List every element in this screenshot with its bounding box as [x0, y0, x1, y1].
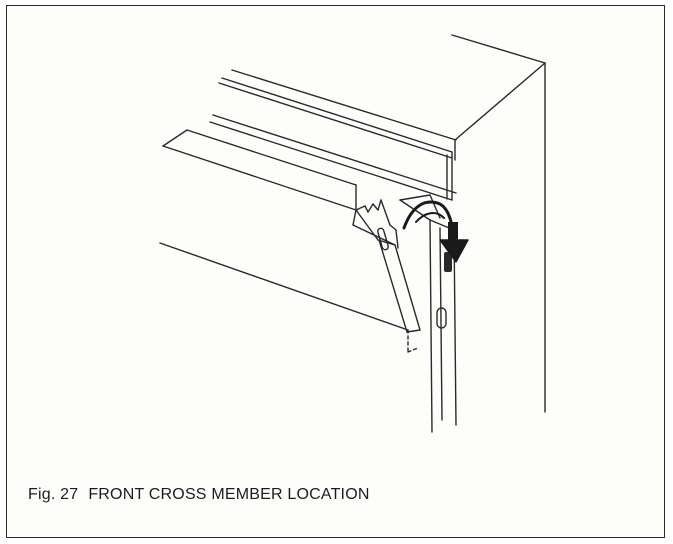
figure-caption: Fig. 27 FRONT CROSS MEMBER LOCATION — [28, 486, 370, 504]
figure-title: FRONT CROSS MEMBER LOCATION — [88, 486, 370, 503]
top-channel-rails — [209, 69, 457, 201]
rotation-arrow — [402, 200, 469, 263]
upright-support — [399, 194, 457, 433]
front-cross-member — [159, 129, 421, 353]
figure-number: Fig. 27 — [28, 486, 79, 503]
cabinet-box — [451, 34, 546, 413]
figure-frame — [6, 5, 665, 538]
